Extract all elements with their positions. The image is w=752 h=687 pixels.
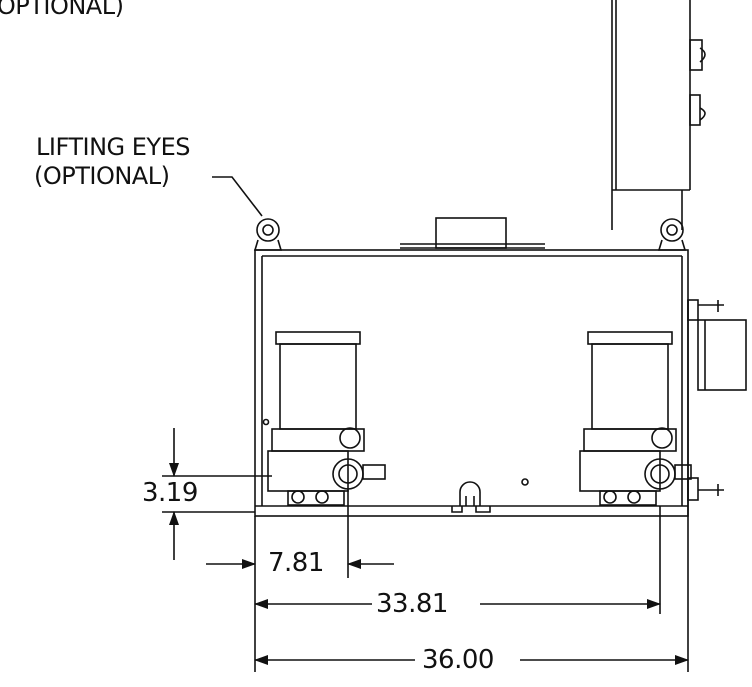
side-fittings [687,299,747,516]
dimension-7-81-lines [206,490,394,672]
lifting-eyes-leader [212,176,263,217]
lifting-eye-left [253,218,283,251]
dimension-33-81-lines [254,506,661,614]
callout-optional-top: (OPTIONAL) [0,0,124,20]
dimension-pump-span-label: 33.81 [374,589,450,619]
callout-lifting-eyes: LIFTING EYES [36,133,190,161]
lifting-eye-right [657,218,687,251]
control-panel [611,0,706,230]
dimension-overall-width-label: 36.00 [420,645,496,675]
pump-right [579,331,692,506]
tank-top [400,217,545,249]
dimension-offset-label: 7.81 [266,548,326,578]
dimension-height-label: 3.19 [140,478,200,508]
callout-lifting-eyes-optional: (OPTIONAL) [34,162,170,190]
pump-left [267,331,386,506]
dimension-3-19-lines [162,428,272,560]
tank-body [254,249,689,517]
dimension-36-00-lines [254,516,689,672]
drain-fitting [459,478,529,506]
